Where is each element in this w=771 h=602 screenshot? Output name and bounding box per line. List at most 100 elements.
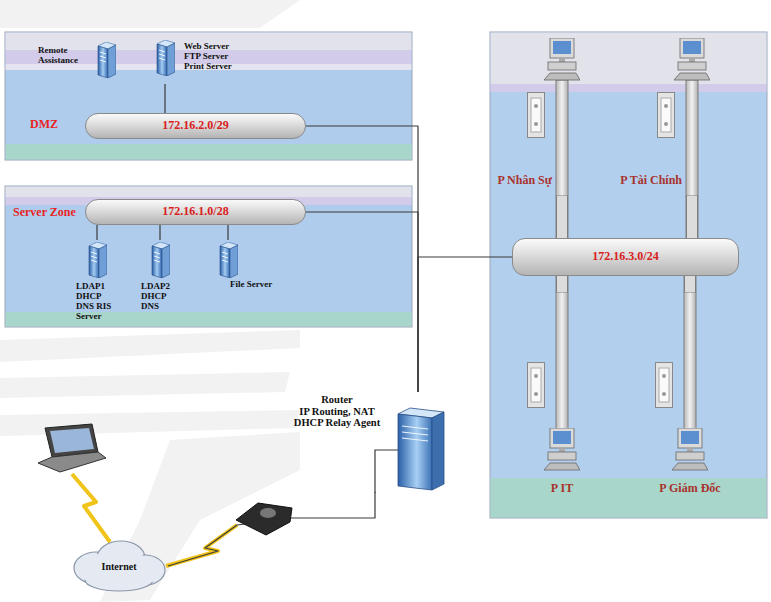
wire-path — [227, 225, 228, 240]
wireless-link — [72, 474, 110, 542]
zone-title: Server Zone — [13, 206, 76, 219]
department-label: P Tài Chính — [610, 36, 710, 196]
duct-outline — [556, 196, 569, 238]
wire-path — [164, 84, 165, 113]
node-text: P Giám Đốc — [640, 482, 740, 495]
text-block: 172.16.1.0/28 — [86, 200, 305, 224]
wall-socket — [528, 363, 545, 408]
wall-socket — [656, 363, 673, 408]
text-block: DMZ — [30, 118, 58, 131]
server-label: Web Server FTP Server Print Server — [150, 40, 250, 84]
dmz-ground — [5, 32, 412, 160]
network-link — [97, 225, 98, 240]
text-block: P Tài Chính — [620, 174, 682, 187]
text-block: 172.16.2.0/29 — [86, 114, 305, 138]
network-link — [160, 225, 161, 240]
server-icon — [157, 40, 175, 76]
department-label: P IT — [511, 292, 614, 500]
cable-duct — [690, 276, 691, 292]
duct-outline — [556, 276, 569, 292]
subnet-address: 172.16.2.0/29 — [162, 119, 228, 132]
server-icon — [98, 42, 116, 78]
router-icon — [398, 408, 444, 490]
wire-path — [168, 492, 375, 566]
text-block: 172.16.3.0/24 — [513, 239, 738, 275]
text-block: File Server — [230, 280, 284, 290]
node-text: LDAP1 DHCP DNS RIS Server — [76, 282, 121, 322]
lan-ground — [490, 32, 767, 518]
computer-icon — [674, 38, 710, 80]
zone-title: DMZ — [30, 118, 58, 131]
text-block: P IT — [512, 482, 612, 495]
router-wire — [375, 450, 398, 493]
network-link — [228, 225, 229, 240]
node-text: P IT — [512, 482, 612, 495]
node-text: Web Server FTP Server Print Server — [184, 42, 232, 72]
network-link — [168, 492, 375, 566]
server-zone-ground — [5, 186, 412, 327]
node-text: Router — [292, 394, 382, 406]
node-text: P Nhân Sự — [497, 174, 552, 187]
computer-icon — [672, 428, 708, 470]
subnet-address: 172.16.1.0/28 — [162, 205, 228, 218]
server-label: File Server — [212, 240, 286, 298]
laptop-icon — [38, 424, 106, 472]
subnet-address: 172.16.3.0/24 — [592, 250, 658, 263]
network-link — [418, 257, 512, 392]
department-label: P Giám Đốc — [639, 292, 742, 500]
node-text: Remote Assistance — [38, 46, 84, 66]
wireless-link — [166, 525, 237, 566]
duct-fill — [685, 276, 695, 292]
subnet-bus: 172.16.2.0/29 — [85, 113, 306, 139]
server-icon — [152, 242, 170, 278]
text-block: P Nhân Sự — [497, 174, 552, 187]
network-link — [306, 126, 418, 392]
server-label: LDAP1 DHCP DNS RIS Server — [72, 240, 124, 326]
node-text: Internet — [72, 561, 166, 572]
wire-path — [306, 212, 418, 392]
network-link — [306, 212, 418, 392]
wire-path — [159, 225, 160, 240]
text-block: Internet — [72, 561, 166, 572]
cable-duct — [562, 276, 563, 292]
network-link — [165, 84, 166, 113]
duct-fill — [557, 196, 567, 238]
server-label: Remote Assistance — [37, 42, 94, 78]
text-block: LDAP1 DHCP DNS RIS Server — [76, 282, 121, 322]
subnet-bus: 172.16.1.0/28 — [85, 199, 306, 225]
computer-icon — [544, 38, 580, 80]
modem-icon — [236, 503, 292, 535]
wire-path — [306, 126, 418, 392]
text-block: Server Zone — [13, 206, 76, 219]
text-block: RouterIP Routing, NAT DHCP Relay Agent — [292, 394, 382, 429]
wire-path — [96, 225, 97, 240]
subnet-bus: 172.16.3.0/24 — [512, 238, 739, 276]
text-block: P Giám Đốc — [640, 482, 740, 495]
duct-fill — [557, 276, 567, 292]
router-label: RouterIP Routing, NAT DHCP Relay Agent — [291, 392, 445, 492]
node-text: P Tài Chính — [620, 174, 682, 187]
node-text: IP Routing, NAT DHCP Relay Agent — [292, 406, 382, 429]
wire-path — [418, 257, 512, 392]
text-block: LDAP2 DHCP DNS — [141, 282, 186, 312]
cloud-label: Internet — [71, 540, 168, 592]
text-block: Web Server FTP Server Print Server — [184, 42, 232, 72]
server-icon — [220, 242, 238, 278]
duct-outline — [686, 196, 699, 238]
cable-duct — [562, 196, 563, 238]
server-label: LDAP2 DHCP DNS — [137, 240, 188, 316]
wall-socket — [528, 93, 545, 138]
cable-duct — [692, 196, 693, 238]
computer-icon — [544, 428, 580, 470]
department-label: P Nhân Sự — [495, 36, 590, 196]
server-icon — [89, 242, 107, 278]
zone-panel: DMZ 172.16.2.0/29 Remote Assistance Web Ser… — [5, 32, 412, 160]
duct-fill — [687, 196, 697, 238]
zone-panel: Server Zone 172.16.1.0/28LDAP1 DHCP DNS R… — [5, 186, 412, 327]
wall-socket — [658, 93, 675, 138]
duct-outline — [684, 276, 697, 292]
